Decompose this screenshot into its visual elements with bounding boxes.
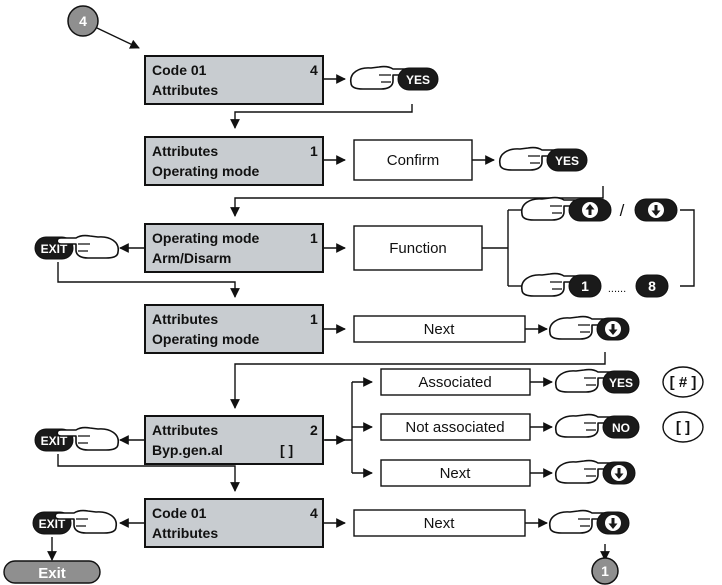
- action-next-1: Next: [353, 315, 526, 343]
- action-label: Function: [389, 240, 447, 257]
- step-end-badge: 1: [591, 557, 619, 585]
- step-start-number: 4: [79, 13, 87, 29]
- lcd-operating-mode: Operating mode 1 Arm/Disarm: [144, 223, 324, 273]
- press-exit-3: EXIT: [32, 509, 118, 535]
- action-label: Confirm: [387, 152, 440, 169]
- lcd-line2: Operating mode: [152, 331, 260, 347]
- connector-lines: [47, 27, 695, 561]
- lcd-value: 2: [310, 422, 318, 438]
- press-down-3: [548, 509, 630, 535]
- key-separator-slash: /: [620, 201, 625, 220]
- action-label: Next: [424, 515, 456, 532]
- lcd-value: 1: [310, 311, 318, 327]
- key-1-label: 1: [581, 278, 589, 294]
- lcd-line1: Attributes: [152, 143, 218, 159]
- lcd-value: 4: [310, 62, 318, 78]
- action-associated: Associated: [380, 368, 531, 396]
- lcd-line1: Attributes: [152, 422, 218, 438]
- lcd-attributes-1b: Attributes 1 Operating mode: [144, 304, 324, 354]
- no-key-label: NO: [612, 421, 630, 435]
- action-function: Function: [353, 225, 483, 271]
- lcd-line2: Byp.gen.al: [152, 442, 223, 458]
- lcd-bracket: [ ]: [280, 442, 293, 458]
- exit-key-label: EXIT: [41, 242, 68, 256]
- press-down-1: [548, 315, 630, 341]
- press-yes-1: YES: [349, 65, 439, 91]
- step-end-number: 1: [601, 563, 609, 579]
- press-number-keys: 1 ...... 8: [520, 272, 669, 298]
- lcd-value: 4: [310, 505, 318, 521]
- press-yes-associated: YES: [554, 368, 640, 394]
- action-next-3: Next: [353, 509, 526, 537]
- yes-key-label: YES: [406, 73, 430, 87]
- lcd-attributes-2: Attributes 2 Byp.gen.al [ ]: [144, 415, 324, 465]
- lcd-line1: Code 01: [152, 505, 207, 521]
- press-yes-2: YES: [498, 146, 588, 172]
- symbol-associated: [ # ]: [662, 366, 704, 398]
- symbol-associated-text: [ # ]: [670, 374, 697, 391]
- key-8-label: 8: [648, 278, 656, 294]
- exit-key-label: EXIT: [39, 517, 66, 531]
- arrow-up-icon: [582, 202, 598, 218]
- action-label: Not associated: [405, 419, 504, 436]
- symbol-not-associated-text: [ ]: [676, 419, 690, 436]
- lcd-code01-top: Code 01 4 Attributes: [144, 55, 324, 105]
- lcd-line1: Code 01: [152, 62, 207, 78]
- action-label: Next: [440, 465, 472, 482]
- lcd-line1: Operating mode: [152, 230, 260, 246]
- yes-key-label: YES: [609, 376, 633, 390]
- action-next-2: Next: [380, 459, 531, 487]
- yes-key-label: YES: [555, 154, 579, 168]
- press-exit-2: EXIT: [34, 426, 120, 452]
- exit-terminal-label: Exit: [38, 565, 66, 582]
- key-range-dots: ......: [608, 283, 626, 295]
- press-exit-1: EXIT: [34, 234, 120, 260]
- exit-key-label: EXIT: [41, 434, 68, 448]
- lcd-value: 1: [310, 143, 318, 159]
- lcd-line1: Attributes: [152, 311, 218, 327]
- press-arrow-keys: /: [520, 196, 678, 222]
- arrow-down-icon: [648, 202, 664, 218]
- action-label: Next: [424, 321, 456, 338]
- lcd-attributes-1: Attributes 1 Operating mode: [144, 136, 324, 186]
- lcd-line2: Operating mode: [152, 163, 260, 179]
- symbol-not-associated: [ ]: [662, 411, 704, 443]
- exit-terminal: Exit: [3, 560, 101, 584]
- action-confirm: Confirm: [353, 139, 473, 181]
- lcd-line2: Attributes: [152, 82, 218, 98]
- action-label: Associated: [418, 374, 491, 391]
- press-no: NO: [554, 413, 640, 439]
- action-not-associated: Not associated: [380, 413, 531, 441]
- lcd-value: 1: [310, 230, 318, 246]
- lcd-code01-bottom: Code 01 4 Attributes: [144, 498, 324, 548]
- step-start-badge: 4: [67, 5, 99, 37]
- arrow-down-icon: [611, 465, 627, 481]
- arrow-down-icon: [605, 321, 621, 337]
- lcd-line2: Arm/Disarm: [152, 250, 231, 266]
- lcd-line2: Attributes: [152, 525, 218, 541]
- press-down-2: [554, 459, 636, 485]
- arrow-down-icon: [605, 515, 621, 531]
